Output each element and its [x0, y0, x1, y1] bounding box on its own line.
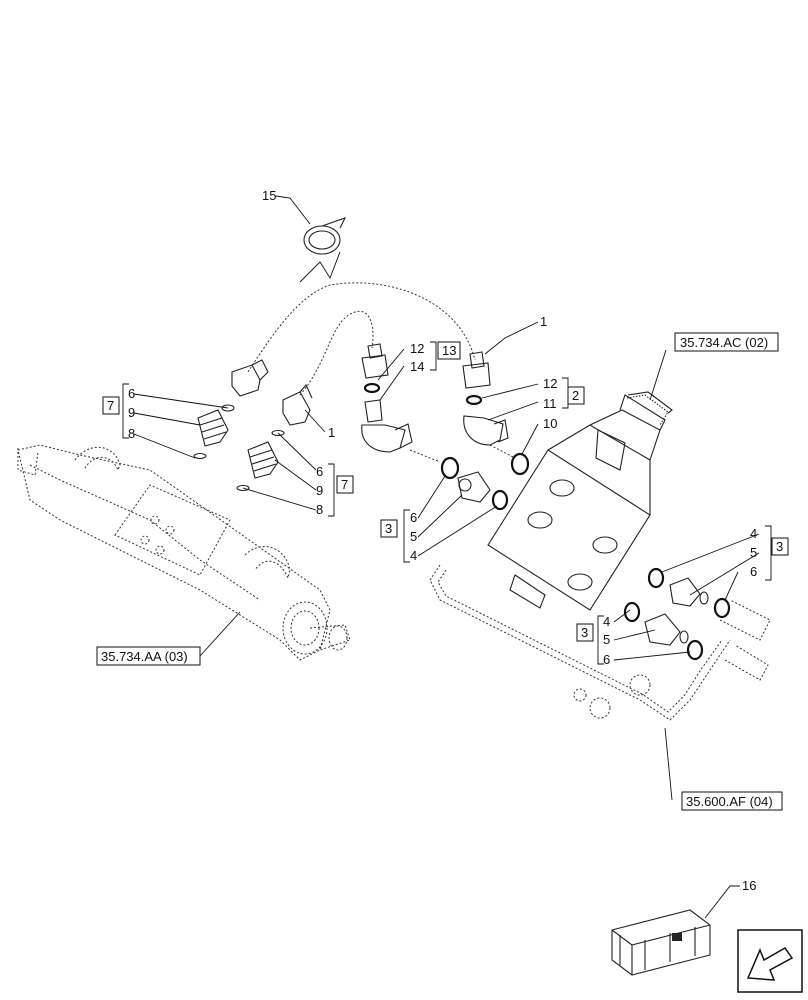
callout-15: 15 — [262, 188, 276, 203]
kit-crate-icon — [611, 909, 711, 976]
o-ring-6-right-upper — [713, 597, 731, 619]
callout-2: 2 — [572, 388, 579, 403]
callout-12-right: 12 — [543, 376, 557, 391]
callout-3-d: 3 — [776, 539, 783, 554]
mid-adapter-9 — [236, 429, 285, 492]
navigation-arrow-icon[interactable] — [737, 929, 803, 993]
o-ring-4-right-upper — [647, 567, 665, 589]
box-3-right-upper — [771, 537, 789, 556]
callout-5-c: 5 — [410, 529, 417, 544]
adapter-5-right-lower — [644, 613, 689, 646]
elbow-11 — [463, 415, 509, 446]
left-fitting-upper — [231, 359, 269, 397]
ref-box-cylinder[interactable] — [96, 646, 201, 666]
callout-10: 10 — [543, 416, 557, 431]
leader-lines — [133, 195, 760, 919]
callout-4-c: 4 — [410, 548, 417, 563]
callout-3-e: 3 — [581, 625, 588, 640]
adapter-5-right-upper — [669, 577, 709, 607]
box-7-left — [102, 396, 120, 415]
axis-lines — [409, 444, 516, 463]
callout-5-d: 5 — [750, 545, 757, 560]
callout-6-b: 6 — [316, 464, 323, 479]
callout-5-e: 5 — [603, 632, 610, 647]
ref-box-pipe[interactable] — [681, 791, 783, 811]
callout-7-a: 7 — [107, 398, 114, 413]
callout-7-b: 7 — [341, 477, 348, 492]
box-13 — [437, 341, 461, 360]
nut-right — [462, 351, 491, 406]
pipe-assembly — [429, 564, 771, 721]
callout-4-d: 4 — [750, 526, 757, 541]
ref-box-valve[interactable] — [674, 332, 779, 352]
left-adapter-9 — [193, 404, 235, 460]
callout-11: 11 — [543, 396, 557, 411]
valve-block — [487, 391, 673, 611]
callout-8-a: 8 — [128, 426, 135, 441]
callout-4-e: 4 — [603, 614, 610, 629]
o-ring-6-right-lower — [686, 639, 704, 661]
nut-left — [361, 343, 389, 394]
box-2 — [567, 386, 585, 405]
callout-9-b: 9 — [316, 483, 323, 498]
box-3-center — [380, 519, 398, 538]
hydraulic-cylinder — [17, 444, 351, 661]
callout-3-a: 3 — [385, 521, 392, 536]
elbow-14 — [361, 399, 413, 453]
callout-6-d: 6 — [750, 564, 757, 579]
callout-1-top: 1 — [540, 314, 547, 329]
o-ring-6-center — [440, 456, 460, 480]
ref-valve-label[interactable]: 35.734.AC (02) — [680, 335, 768, 350]
callout-14: 14 — [410, 359, 424, 374]
box-7-mid — [336, 475, 354, 494]
callout-6-a: 6 — [128, 386, 135, 401]
brackets — [122, 341, 772, 665]
callout-9-a: 9 — [128, 405, 135, 420]
hose-clamp — [299, 217, 347, 283]
ref-pipe-label[interactable]: 35.600.AF (04) — [686, 794, 773, 809]
callout-6-e: 6 — [603, 652, 610, 667]
o-ring-4-center — [491, 489, 509, 511]
o-ring-4-right-lower — [623, 601, 641, 623]
callout-1-mid: 1 — [328, 425, 335, 440]
callout-12-left: 12 — [410, 341, 424, 356]
hose — [247, 282, 476, 396]
mid-fitting-1 — [282, 383, 313, 426]
callout-13: 13 — [442, 343, 456, 358]
adapter-5-center — [457, 471, 491, 503]
box-3-right-lower — [576, 623, 594, 642]
ref-cylinder-label[interactable]: 35.734.AA (03) — [101, 649, 188, 664]
callout-16: 16 — [742, 878, 756, 893]
callout-8-b: 8 — [316, 502, 323, 517]
callout-6-c: 6 — [410, 510, 417, 525]
o-ring-10 — [510, 452, 530, 476]
